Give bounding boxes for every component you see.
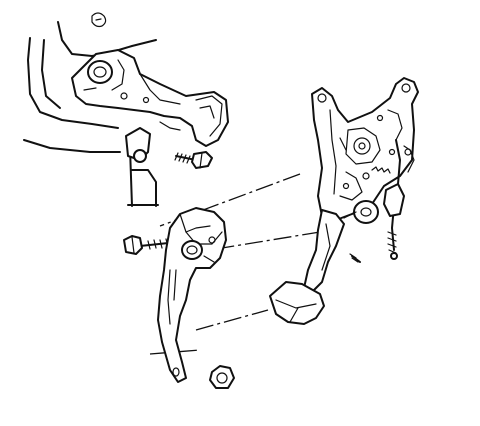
retaining-nut <box>209 365 235 389</box>
pedal-bracket-mount <box>71 49 229 147</box>
pedal-arm <box>157 207 227 383</box>
pivot-bolt <box>123 235 179 255</box>
bracket-bolt <box>174 151 213 169</box>
mounting-stud <box>349 253 361 263</box>
release-cable <box>383 139 415 260</box>
panel-clip <box>125 127 151 163</box>
pedal-pad <box>269 281 325 325</box>
parking-brake-assembly <box>303 77 419 293</box>
